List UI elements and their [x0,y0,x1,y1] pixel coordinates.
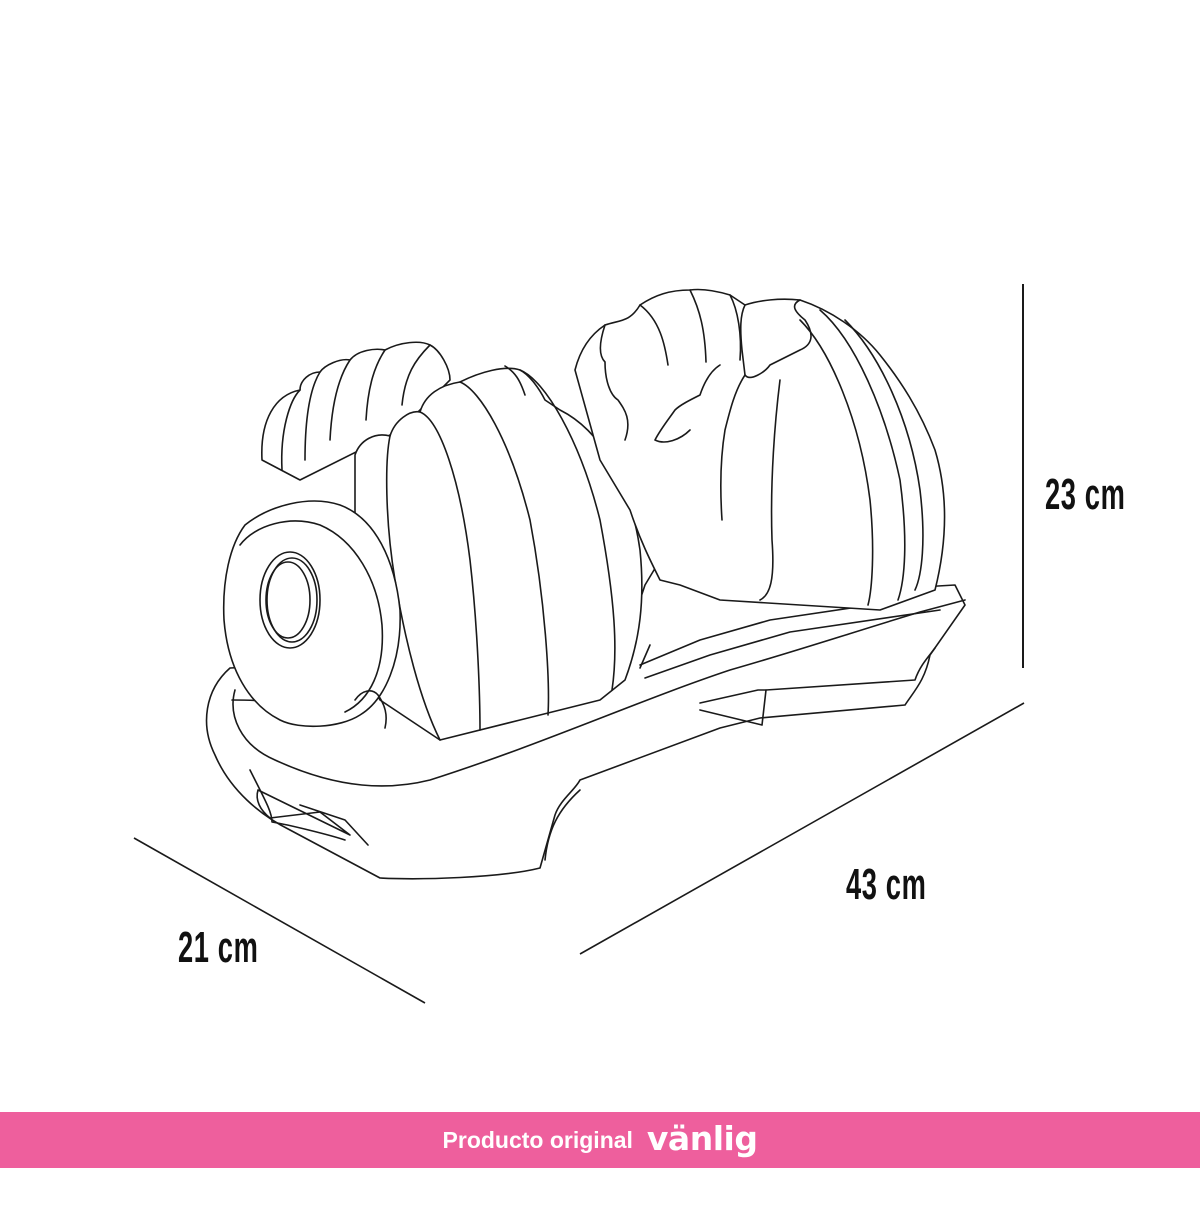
end-cap-dial [222,500,401,729]
brand-logo: vänlig [646,1118,758,1158]
length-dimension-label: 43 cm [846,860,927,909]
depth-dimension-line [133,837,426,1004]
right-weight-plates [574,288,946,611]
base-tray [205,559,966,880]
length-dimension-line [579,702,1025,955]
brand-banner: Producto original vänlig [0,1112,1200,1168]
height-dimension-label: 23 cm [1045,470,1126,519]
banner-text: Producto original [442,1126,633,1153]
depth-dimension-label: 21 cm [178,923,259,972]
left-weight-plates-rear [261,341,451,481]
